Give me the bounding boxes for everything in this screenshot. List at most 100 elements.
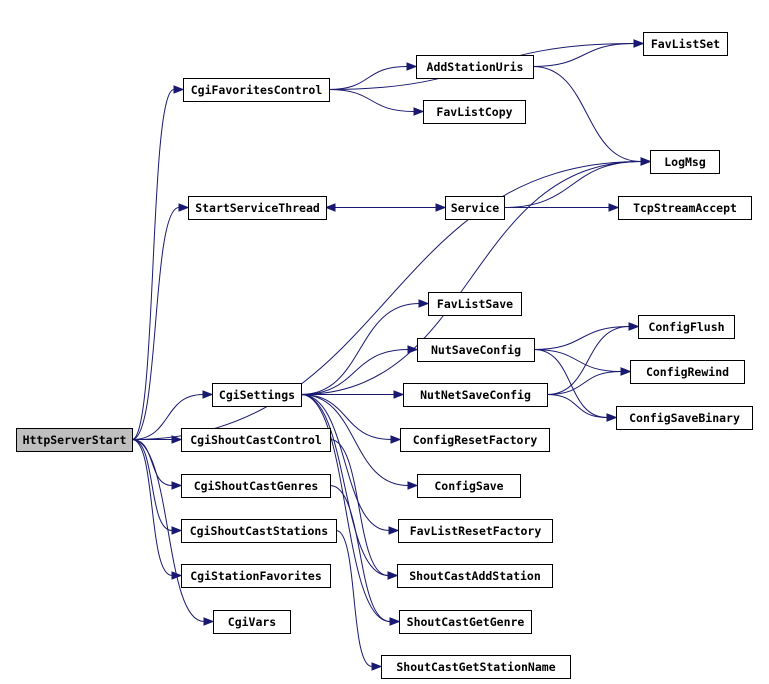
node-label: ConfigSaveBinary [629,411,740,425]
node-box [213,610,291,634]
node-label: NutNetSaveConfig [420,388,531,402]
node-LogMsg[interactable]: LogMsg [650,150,720,174]
node-box [398,519,553,543]
node-box [445,196,505,220]
node-box [403,383,548,407]
node-box [397,564,553,588]
node-box [423,100,526,124]
node-box [400,428,550,452]
edge-Service-to-StartServiceThread [324,203,445,212]
node-ShoutCastGetGenre[interactable]: ShoutCastGetGenre [399,610,532,634]
node-box [643,32,728,56]
node-label: ConfigFlush [648,320,724,334]
node-label: NutSaveConfig [431,343,521,357]
node-label: CgiVars [228,615,276,629]
node-CgiVars[interactable]: CgiVars [213,610,291,634]
edge-CgiShoutCastStations-to-ShoutCastGetStationName [335,530,383,671]
node-box [630,360,745,384]
node-label: ConfigSave [434,479,503,493]
node-box [650,150,720,174]
edge-AddStationUris-to-LogMsg [532,66,652,166]
node-label: ConfigRewind [646,365,729,379]
node-label: CgiShoutCastStations [190,524,328,538]
edge-CgiSettings-to-NutNetSaveConfig [300,390,405,399]
node-label: TcpStreamAccept [633,201,737,215]
node-label: StartServiceThread [195,201,320,215]
edge-HttpServerStart-to-CgiShoutCastControl [132,435,183,444]
node-ShoutCastGetStationName[interactable]: ShoutCastGetStationName [381,655,571,679]
edge-CgiSettings-to-FavListResetFactory [300,394,400,535]
node-FavListSet[interactable]: FavListSet [643,32,728,56]
node-FavListSave[interactable]: FavListSave [428,292,522,316]
edge-CgiSettings-to-ConfigResetFactory [300,394,402,444]
edge-CgiShoutCastGenres-to-ShoutCastGetGenre [329,485,401,626]
node-HttpServerStart[interactable]: HttpServerStart [16,428,133,452]
edge-NutNetSaveConfig-to-ConfigRewind [546,367,632,395]
node-label: CgiShoutCastGenres [194,479,319,493]
node-box [417,474,521,498]
edge-HttpServerStart-to-CgiShoutCastStations [131,439,183,535]
node-box [428,292,522,316]
node-ConfigSaveBinary[interactable]: ConfigSaveBinary [616,406,753,430]
node-FavListCopy[interactable]: FavListCopy [423,100,526,124]
node-label: CgiFavoritesControl [191,83,323,97]
node-label: HttpServerStart [23,433,127,447]
node-box [181,428,331,452]
node-box [212,383,302,407]
node-label: LogMsg [664,155,706,169]
node-ConfigRewind[interactable]: ConfigRewind [630,360,745,384]
node-box [183,78,330,102]
edge-NutNetSaveConfig-to-ConfigFlush [546,322,640,395]
edge-AddStationUris-to-FavListSet [532,39,645,67]
edge-CgiFavoritesControl-to-AddStationUris [328,62,418,90]
edge-HttpServerStart-to-StartServiceThread [131,203,190,440]
edge-CgiShoutCastControl-to-ShoutCastAddStation [329,439,399,580]
node-box [417,338,535,362]
node-TcpStreamAccept[interactable]: TcpStreamAccept [618,196,752,220]
node-NutSaveConfig[interactable]: NutSaveConfig [417,338,535,362]
node-label: CgiShoutCastControl [190,433,322,447]
node-label: FavListResetFactory [410,524,542,538]
node-CgiStationFavorites[interactable]: CgiStationFavorites [181,564,331,588]
edge-NutNetSaveConfig-to-ConfigSaveBinary [546,394,618,422]
node-box [399,610,532,634]
node-label: FavListSet [651,37,720,51]
node-CgiShoutCastControl[interactable]: CgiShoutCastControl [181,428,331,452]
node-CgiFavoritesControl[interactable]: CgiFavoritesControl [183,78,330,102]
node-box [381,655,571,679]
node-FavListResetFactory[interactable]: FavListResetFactory [398,519,553,543]
node-ConfigResetFactory[interactable]: ConfigResetFactory [400,428,550,452]
edge-CgiFavoritesControl-to-FavListCopy [328,89,425,116]
node-box [618,196,752,220]
edge-HttpServerStart-to-CgiShoutCastGenres [131,439,183,490]
node-label: ShoutCastGetGenre [407,615,525,629]
edge-CgiSettings-to-ConfigSave [300,394,419,490]
node-label: AddStationUris [427,60,524,74]
edge-CgiSettings-to-LogMsg [300,157,652,395]
node-label: CgiSettings [219,388,295,402]
edge-Service-to-TcpStreamAccept [504,203,620,212]
node-CgiShoutCastStations[interactable]: CgiShoutCastStations [181,519,337,543]
node-box [16,428,133,452]
node-ConfigSave[interactable]: ConfigSave [417,474,521,498]
node-ConfigFlush[interactable]: ConfigFlush [638,315,735,339]
node-label: FavListSave [437,297,513,311]
edge-HttpServerStart-to-CgiSettings [131,390,214,440]
node-NutNetSaveConfig[interactable]: NutNetSaveConfig [403,383,548,407]
node-AddStationUris[interactable]: AddStationUris [416,55,534,79]
node-CgiShoutCastGenres[interactable]: CgiShoutCastGenres [181,474,331,498]
node-CgiSettings[interactable]: CgiSettings [212,383,302,407]
nodes-layer: HttpServerStart CgiFavoritesControl AddSta… [16,32,753,679]
node-Service[interactable]: Service [445,196,505,220]
edge-CgiSettings-to-FavListSave [300,299,430,395]
node-box [416,55,534,79]
node-ShoutCastAddStation[interactable]: ShoutCastAddStation [397,564,553,588]
node-StartServiceThread[interactable]: StartServiceThread [188,196,327,220]
edge-HttpServerStart-to-CgiFavoritesControl [131,85,185,440]
node-label: Service [451,201,500,215]
edge-HttpServerStart-to-CgiVars [131,439,215,626]
node-label: ShoutCastAddStation [409,569,541,583]
node-label: ConfigResetFactory [413,433,538,447]
node-box [616,406,753,430]
